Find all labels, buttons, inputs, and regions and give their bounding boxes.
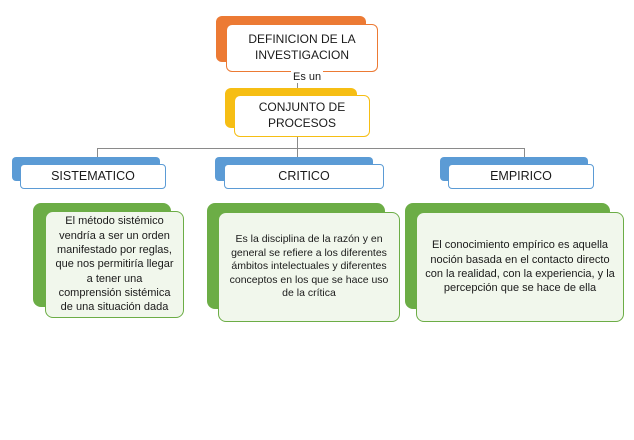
level2-node-label: CONJUNTO DE PROCESOS — [234, 95, 370, 137]
relation-label: Es un — [291, 71, 324, 83]
description-text: El conocimiento empírico es aquella noci… — [416, 212, 624, 322]
description-text: Es la disciplina de la razón y en genera… — [218, 212, 400, 322]
category-node-critico: CRITICO — [215, 157, 385, 191]
category-label: SISTEMATICO — [20, 164, 166, 189]
category-node-sistematico: SISTEMATICO — [12, 157, 168, 191]
category-node-empirico: EMPIRICO — [440, 157, 596, 191]
connector-root-to-level2 — [297, 72, 298, 96]
connector-horizontal-bus — [97, 148, 524, 149]
category-label: CRITICO — [224, 164, 384, 189]
category-label: EMPIRICO — [448, 164, 594, 189]
description-node-empirico: El conocimiento empírico es aquella noci… — [405, 203, 625, 323]
root-node-label: DEFINICION DE LA INVESTIGACION — [226, 24, 378, 72]
connector-level2-down — [297, 137, 298, 148]
connector-to-category-2 — [524, 148, 525, 164]
description-node-critico: Es la disciplina de la razón y en genera… — [207, 203, 401, 323]
description-node-sistematico: El método sistémico vendría a ser un ord… — [33, 203, 185, 319]
connector-to-category-1 — [297, 148, 298, 164]
root-node: DEFINICION DE LA INVESTIGACION — [216, 16, 380, 74]
level2-node: CONJUNTO DE PROCESOS — [225, 88, 371, 138]
description-text: El método sistémico vendría a ser un ord… — [45, 211, 184, 318]
connector-to-category-0 — [97, 148, 98, 164]
